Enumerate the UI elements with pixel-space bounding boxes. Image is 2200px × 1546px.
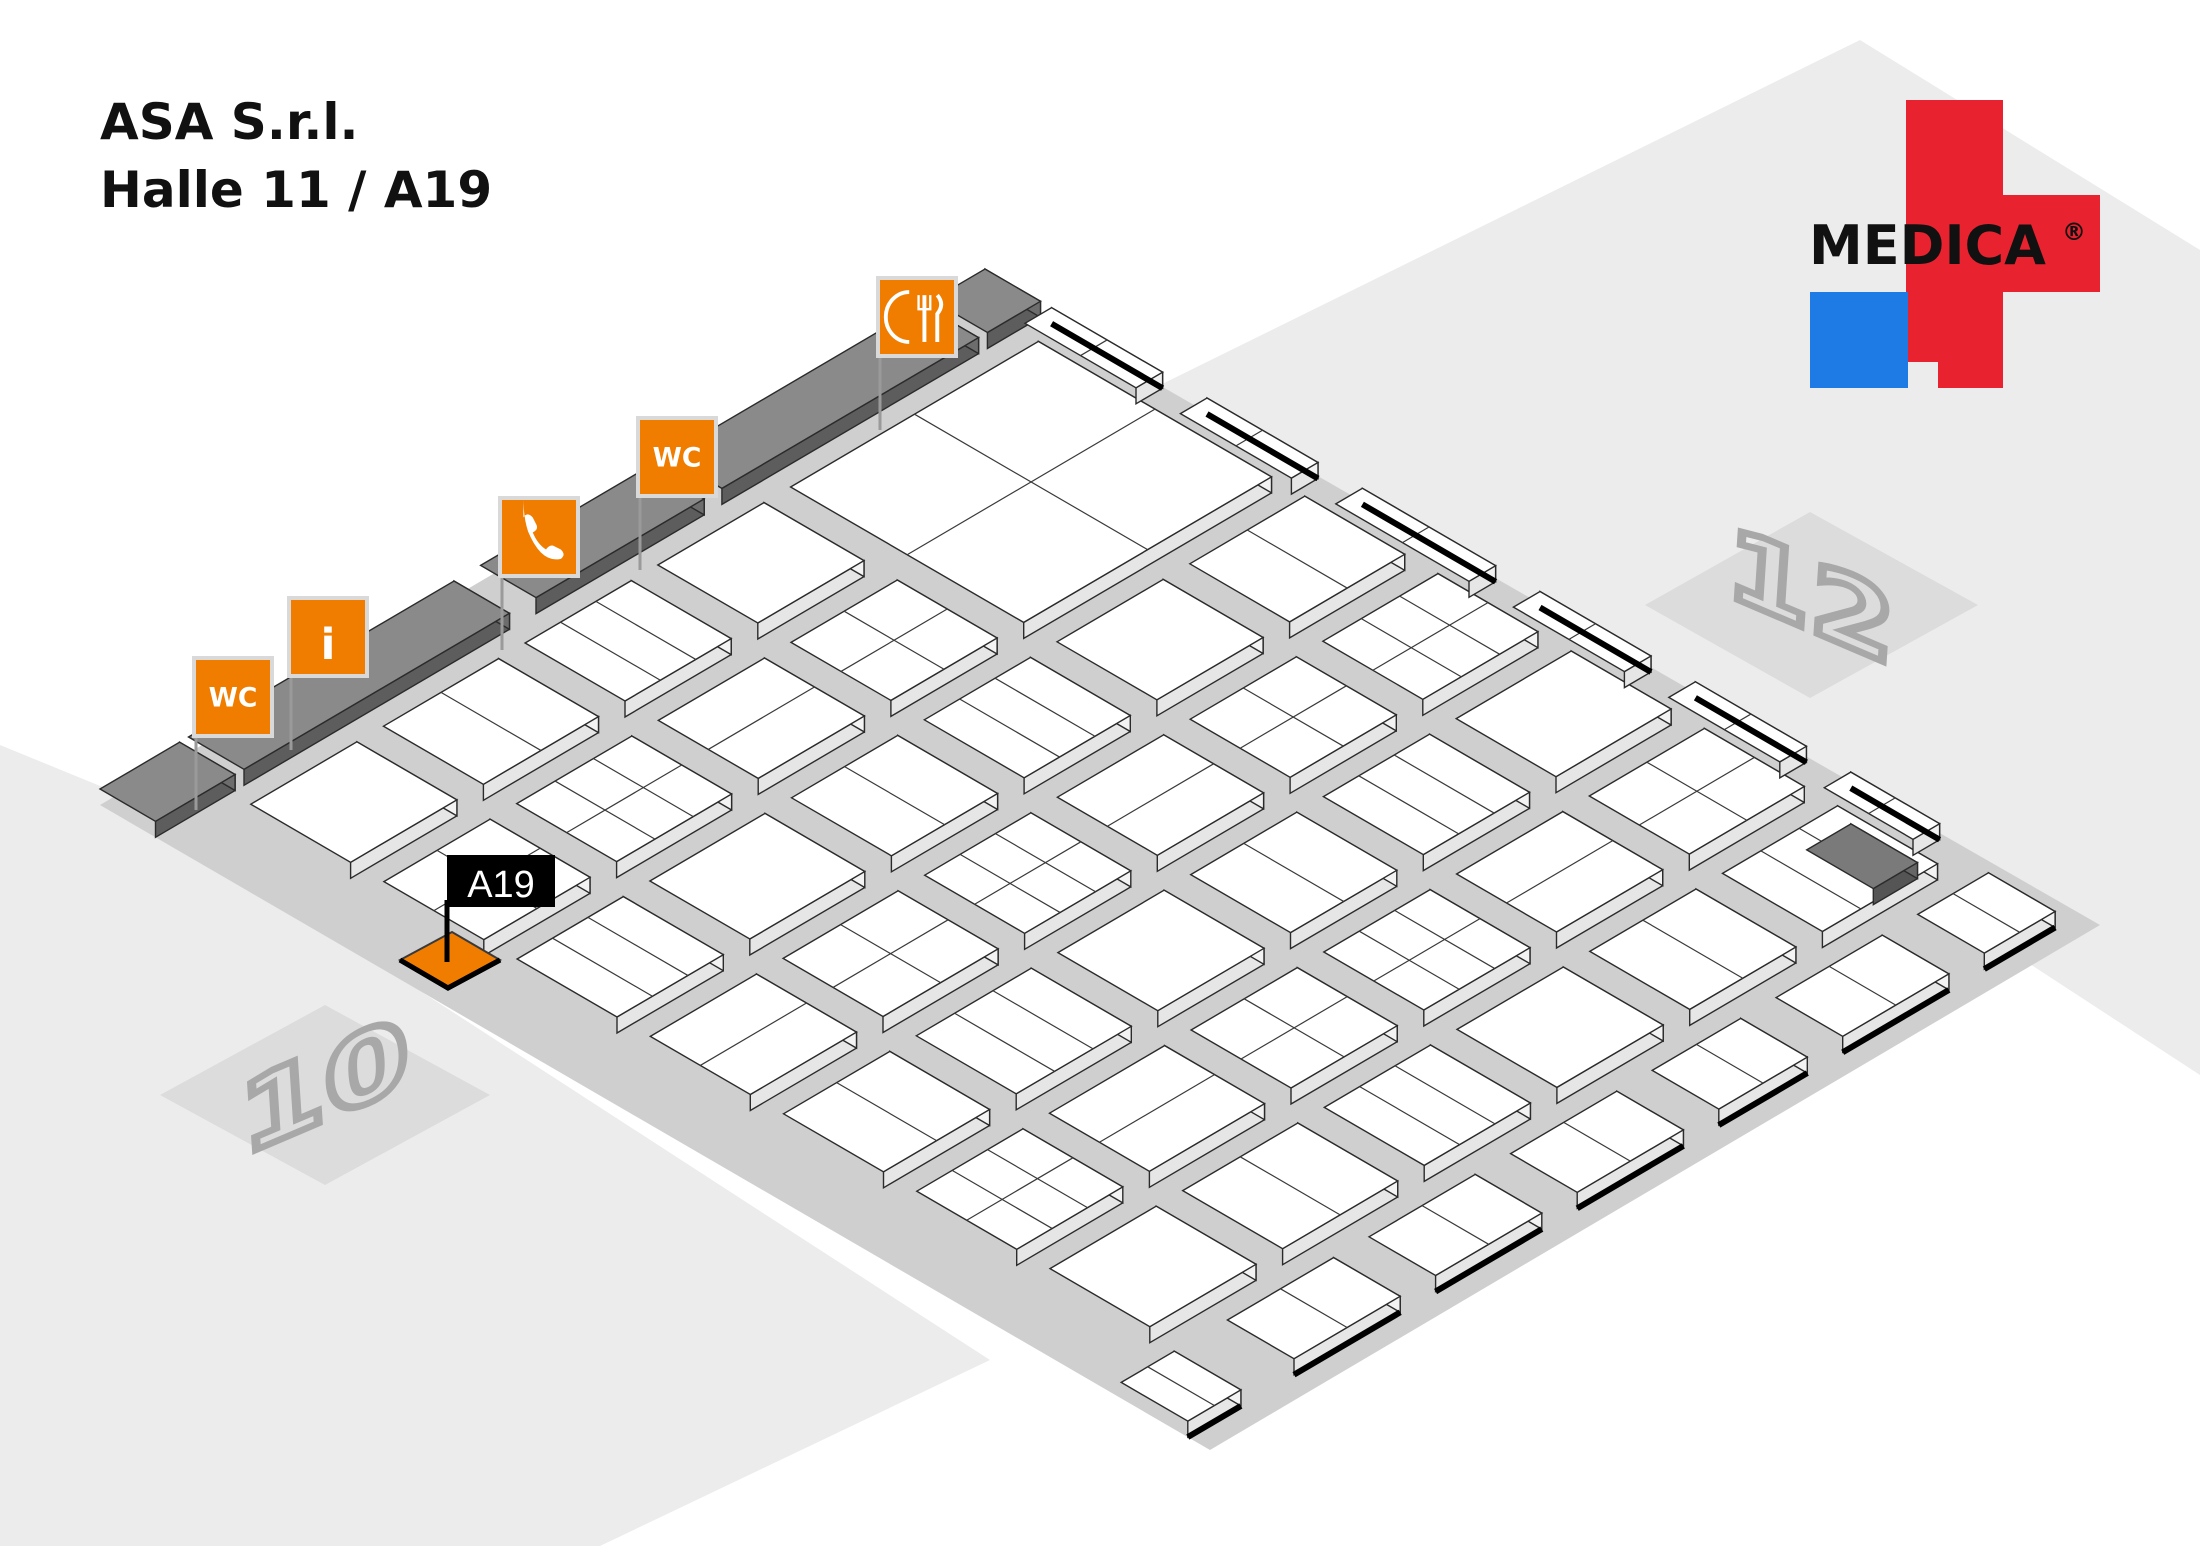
- facility-wc[interactable]: WC: [192, 656, 274, 810]
- stand[interactable]: [1188, 494, 1407, 640]
- exhibitor-name: ASA S.r.l.: [100, 93, 359, 151]
- stand[interactable]: [1367, 1173, 1544, 1295]
- stand[interactable]: [789, 578, 999, 718]
- stand[interactable]: [382, 657, 600, 802]
- stand[interactable]: [515, 734, 733, 879]
- stand-a19-label: A19: [467, 864, 535, 906]
- facility-telephone[interactable]: [498, 496, 580, 650]
- stand[interactable]: [515, 895, 725, 1035]
- stand[interactable]: [1454, 649, 1673, 794]
- stand[interactable]: [1774, 933, 1951, 1055]
- stand[interactable]: [1455, 965, 1665, 1105]
- stand[interactable]: [1916, 871, 2057, 972]
- stand[interactable]: [1455, 810, 1665, 950]
- stand[interactable]: [1322, 732, 1531, 872]
- stand-large[interactable]: [789, 340, 1273, 640]
- facility-restaurant[interactable]: [876, 276, 958, 430]
- stand[interactable]: [1667, 680, 1808, 780]
- stand[interactable]: [790, 734, 999, 874]
- stand[interactable]: [914, 966, 1133, 1112]
- medica-registered: ®: [2062, 218, 2086, 246]
- stand[interactable]: [656, 501, 866, 641]
- service-block[interactable]: [1805, 822, 1919, 906]
- facility-wc[interactable]: WC: [636, 416, 718, 570]
- facility-info[interactable]: i: [287, 596, 369, 750]
- stand[interactable]: [1322, 1043, 1532, 1183]
- stand[interactable]: [1055, 578, 1265, 718]
- stand[interactable]: [922, 656, 1132, 796]
- stand[interactable]: [1023, 306, 1165, 406]
- stand[interactable]: [781, 889, 1000, 1034]
- stand[interactable]: [1321, 572, 1540, 717]
- stand[interactable]: [249, 740, 459, 880]
- service-block[interactable]: [930, 267, 1042, 350]
- stand[interactable]: [1650, 1017, 1809, 1128]
- stand[interactable]: [915, 1127, 1125, 1267]
- stand-grid: [98, 267, 2057, 1440]
- medica-cross: [1906, 100, 2100, 388]
- stand[interactable]: [1181, 1121, 1400, 1266]
- stand[interactable]: [1179, 396, 1320, 496]
- facility-label: i: [321, 620, 336, 670]
- stand[interactable]: [1188, 655, 1398, 795]
- medica-logo: MEDICA ®: [1809, 100, 2100, 388]
- stand[interactable]: [1189, 810, 1399, 950]
- hall-10-floor: [0, 745, 990, 1546]
- facility-label: WC: [653, 442, 702, 473]
- restaurant-icon: [883, 290, 944, 344]
- stand[interactable]: [923, 811, 1133, 951]
- stand[interactable]: [1322, 888, 1532, 1028]
- stand[interactable]: [523, 579, 733, 719]
- medica-blue-square: [1810, 292, 1908, 388]
- medica-wordmark: MEDICA: [1809, 214, 2046, 277]
- hall-stand-location: Halle 11 / A19: [100, 161, 493, 219]
- stand[interactable]: [648, 812, 867, 957]
- stand[interactable]: [1056, 733, 1265, 873]
- stand[interactable]: [1048, 1204, 1258, 1344]
- stand[interactable]: [1509, 1089, 1685, 1211]
- stand[interactable]: [1587, 727, 1806, 872]
- telephone-icon: [523, 497, 564, 560]
- stand[interactable]: [1056, 888, 1266, 1028]
- stand-a19-marker[interactable]: A19: [444, 855, 555, 962]
- stand[interactable]: [1588, 887, 1798, 1027]
- service-block[interactable]: [98, 740, 237, 839]
- stand[interactable]: [1119, 1349, 1243, 1440]
- facility-label: WC: [209, 682, 258, 713]
- stand[interactable]: [1334, 487, 1498, 599]
- stand[interactable]: [1048, 1044, 1266, 1189]
- stand[interactable]: [648, 972, 858, 1112]
- stand[interactable]: [1226, 1256, 1402, 1378]
- stand[interactable]: [1189, 966, 1399, 1106]
- stand[interactable]: [782, 1050, 991, 1190]
- stand[interactable]: [1822, 770, 1942, 857]
- stand[interactable]: [1512, 590, 1653, 689]
- stand[interactable]: [656, 656, 866, 796]
- hall-10-marker[interactable]: 10: [160, 990, 490, 1185]
